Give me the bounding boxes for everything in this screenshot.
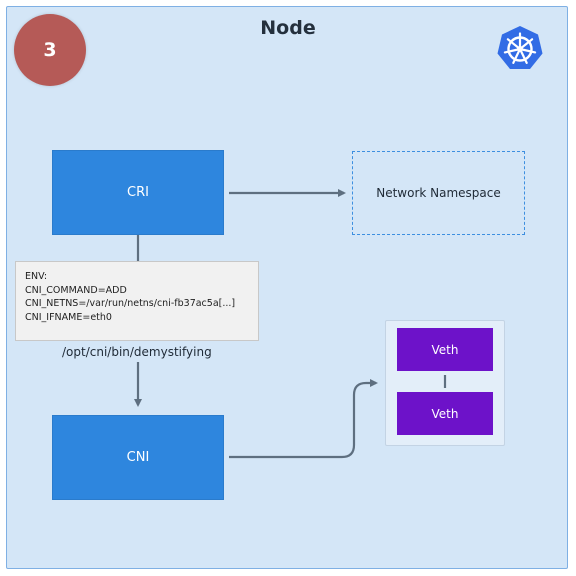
veth-bottom: Veth — [397, 392, 493, 435]
cni-box: CNI — [52, 415, 224, 500]
env-variables-box: ENV: CNI_COMMAND=ADD CNI_NETNS=/var/run/… — [15, 261, 259, 341]
env-line-header: ENV: — [25, 271, 48, 282]
step-badge: 3 — [14, 14, 86, 86]
env-line-command: CNI_COMMAND=ADD — [25, 284, 127, 296]
plugin-path-label: /opt/cni/bin/demystifying — [62, 345, 212, 359]
veth-top: Veth — [397, 328, 493, 371]
kubernetes-logo-icon — [497, 26, 543, 69]
cri-box: CRI — [52, 150, 224, 235]
env-line-ifname: CNI_IFNAME=eth0 — [25, 311, 112, 323]
network-namespace-box: Network Namespace — [352, 151, 525, 235]
env-line-netns: CNI_NETNS=/var/run/netns/cni-fb37ac5a[..… — [25, 298, 236, 309]
node-title: Node — [260, 17, 316, 39]
